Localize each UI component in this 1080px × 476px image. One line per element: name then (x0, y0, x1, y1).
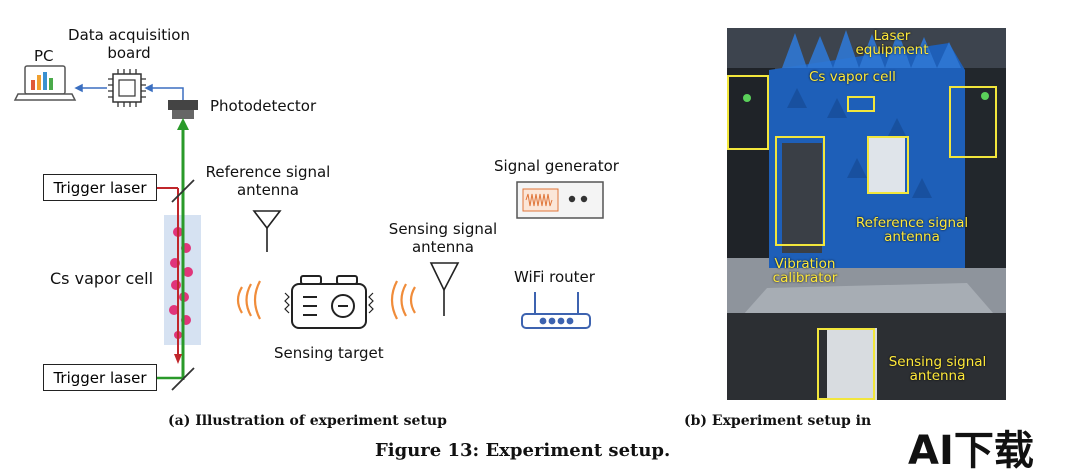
photo-box-vibration (775, 136, 825, 246)
figure-caption: Figure 13: Experiment setup. (375, 440, 671, 461)
photodetector-icon (168, 100, 198, 119)
sensing-target-label: Sensing target (274, 344, 384, 362)
photo-label-sens-line1: Sensing signal (888, 354, 987, 370)
photo-label-vibration-line1: Vibration (774, 256, 836, 272)
setup-illustration (13, 65, 604, 391)
reference-antenna-label-line2: antenna (236, 181, 299, 199)
photo-box-sensing-antenna (817, 328, 875, 400)
daq-label-line2: board (107, 44, 151, 62)
photo-label-cs-vapor-cell: Cs vapor cell (809, 69, 896, 85)
reference-antenna-label: Reference signal antenna (198, 163, 338, 199)
daq-label-line1: Data acquisition (68, 26, 190, 44)
photo-label-vibration: Vibration calibrator (755, 256, 855, 287)
sensing-antenna-label: Sensing signal antenna (380, 220, 506, 256)
signal-waves-left (236, 280, 261, 320)
photo-box-cs-cell (847, 96, 875, 112)
photo-label-laser-equipment: Laser equipment (852, 28, 932, 59)
photo-label-sens-line2: antenna (909, 368, 966, 385)
pc-label: PC (34, 47, 54, 65)
photo-label-laser-line2: equipment (855, 42, 929, 59)
sensing-antenna-label-line2: antenna (411, 238, 474, 256)
wifi-router-label: WiFi router (514, 268, 595, 286)
experiment-photo: Laser equipment Cs vapor cell Reference … (727, 28, 1006, 400)
trigger-laser-bottom: Trigger laser (43, 364, 157, 391)
daq-label: Data acquisition board (62, 26, 196, 62)
subcaption-b: (b) Experiment setup in (684, 413, 872, 429)
photo-label-ref-line2: antenna (884, 229, 940, 246)
chip-icon (108, 69, 146, 107)
signal-waves-right (390, 280, 416, 320)
photo-label-ref-line1: Reference signal (855, 215, 969, 231)
cs-vapor-cell-label: Cs vapor cell (50, 269, 154, 288)
reference-antenna-icon (252, 210, 282, 252)
mirror-top (171, 179, 195, 203)
pc-icon (13, 65, 77, 101)
sensing-antenna-icon (429, 262, 460, 316)
photo-box-reference-antenna (867, 136, 909, 194)
photo-label-sensing-antenna: Sensing signal antenna (875, 354, 1000, 385)
wifi-router-icon (521, 292, 591, 329)
signal-generator-label: Signal generator (494, 157, 619, 175)
trigger-laser-top: Trigger laser (43, 174, 157, 201)
photo-label-reference-antenna: Reference signal antenna (847, 215, 977, 246)
photo-box-laser-right (949, 86, 997, 158)
mirror-bottom (171, 367, 195, 391)
beam-arrowhead (177, 118, 189, 130)
reference-antenna-label-line1: Reference signal (205, 163, 331, 181)
photodetector-label: Photodetector (210, 97, 317, 115)
sensing-antenna-label-line1: Sensing signal (388, 220, 498, 238)
signal-generator-icon (516, 181, 604, 219)
watermark: AI下载 (908, 428, 1034, 474)
photo-label-vibration-line2: calibrator (772, 270, 838, 287)
photo-scene (727, 28, 1006, 400)
sensing-target-icon (284, 275, 374, 329)
subcaption-a: (a) Illustration of experiment setup (168, 413, 447, 429)
data-flow-arrows (74, 83, 184, 100)
photo-label-laser-line1: Laser (873, 28, 911, 44)
photo-box-laser-left (727, 75, 769, 150)
